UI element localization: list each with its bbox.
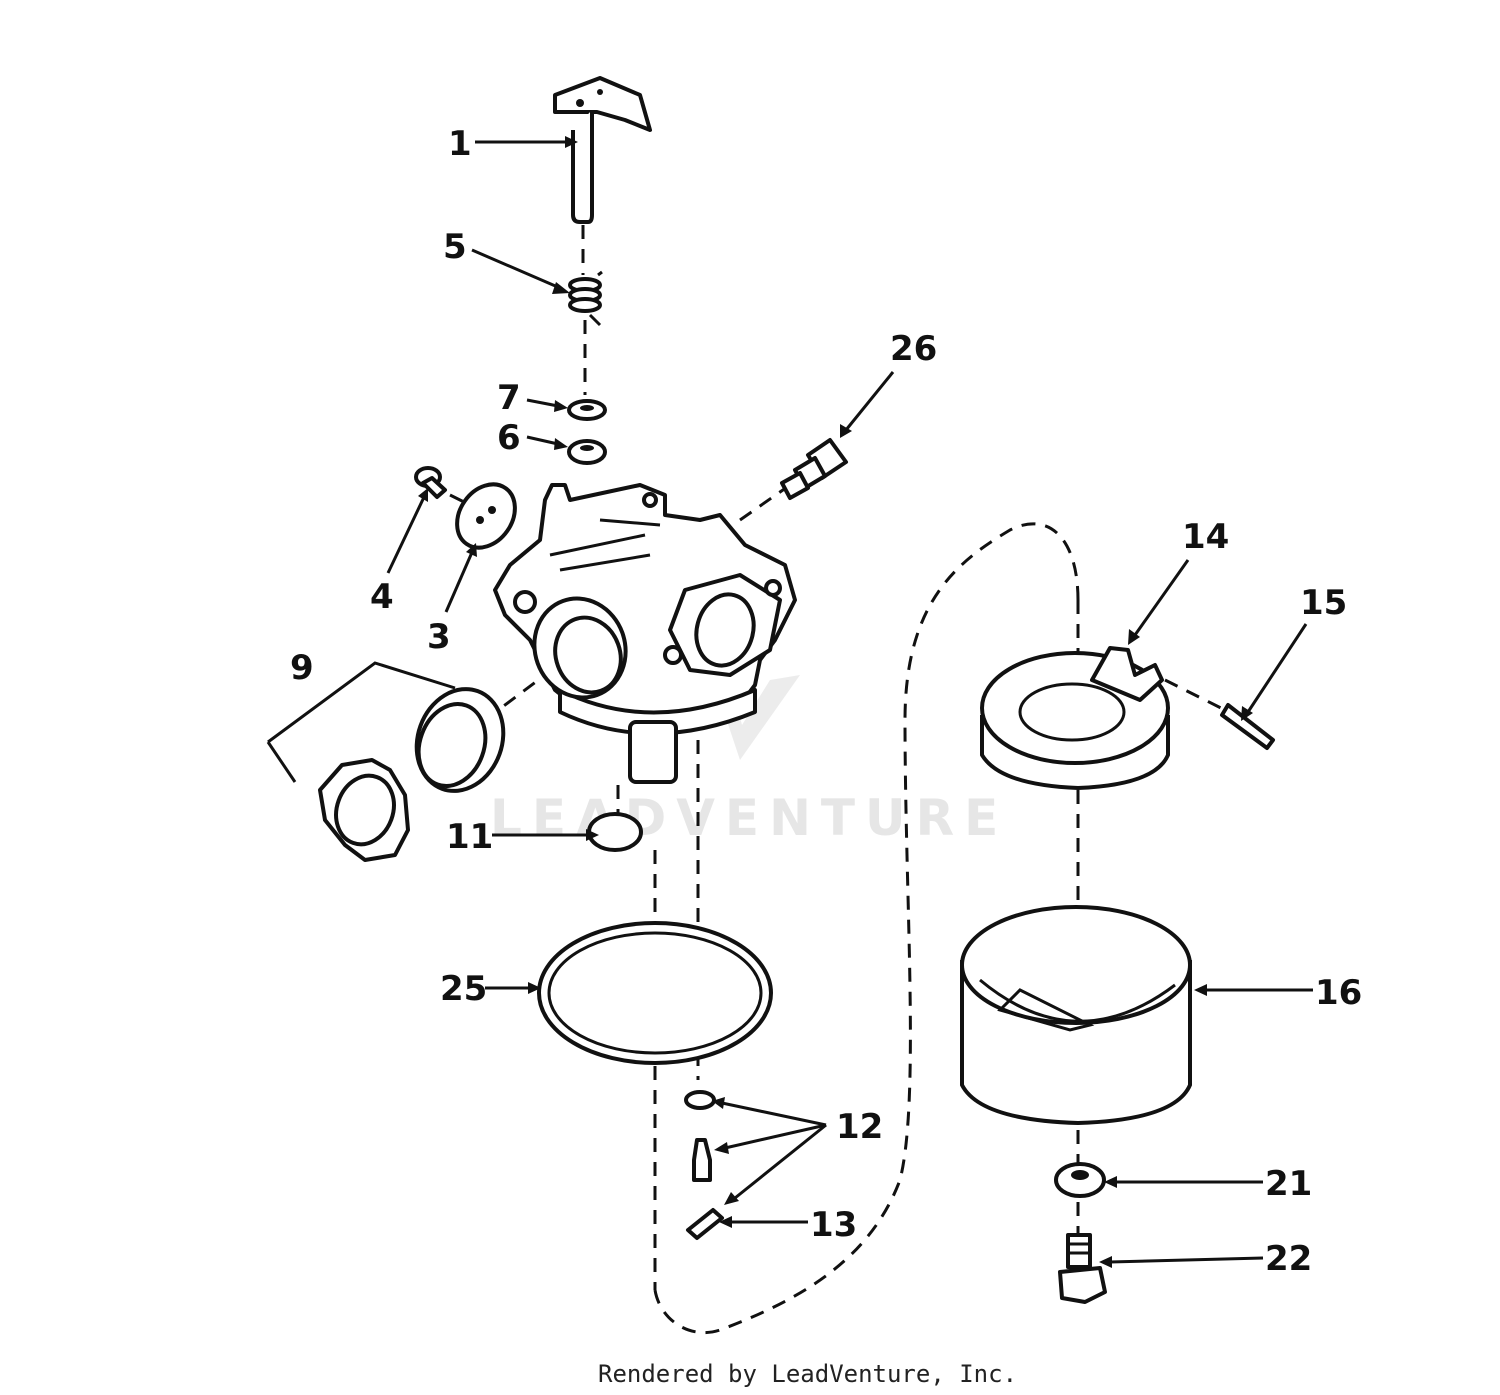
callout-12: 12 xyxy=(836,1107,883,1147)
credit-text: Rendered by LeadVenture, Inc. xyxy=(598,1360,1017,1388)
part-7-seal xyxy=(567,399,607,421)
carburetor-body xyxy=(493,483,797,784)
part-5-spring xyxy=(568,270,603,327)
part-16-float-bowl xyxy=(960,905,1192,1125)
part-13-clip xyxy=(686,1208,724,1240)
callout-15: 15 xyxy=(1300,583,1347,623)
part-26-fitting xyxy=(780,438,848,500)
part-15-pin xyxy=(1220,703,1275,750)
part-11-plug xyxy=(587,812,643,852)
callout-labels: 1 3 4 5 6 7 9 11 12 13 14 15 16 21 22 25… xyxy=(290,124,1362,1279)
callout-22: 22 xyxy=(1265,1239,1312,1279)
part-14-float xyxy=(980,646,1170,790)
part-4-screw xyxy=(414,466,447,499)
part-22-bowl-nut xyxy=(1058,1233,1107,1304)
watermark-text: LEADVENTURE xyxy=(490,789,1008,847)
part-9-primer-assembly xyxy=(266,661,506,862)
leader-lines xyxy=(386,136,1313,1268)
callout-1: 1 xyxy=(448,124,472,164)
callout-4: 4 xyxy=(370,577,394,617)
part-25-gasket xyxy=(537,921,773,1065)
part-12-needle-valve xyxy=(684,1090,716,1182)
callout-9: 9 xyxy=(290,648,314,688)
callout-14: 14 xyxy=(1182,517,1229,557)
callout-3: 3 xyxy=(427,617,451,657)
callout-6: 6 xyxy=(497,418,521,458)
part-21-washer xyxy=(1054,1162,1106,1198)
part-1-throttle-lever xyxy=(553,76,652,224)
callout-21: 21 xyxy=(1265,1164,1312,1204)
part-6-seal xyxy=(567,439,607,465)
callout-13: 13 xyxy=(810,1205,857,1245)
part-3-throttle-plate xyxy=(455,482,517,550)
callout-5: 5 xyxy=(443,227,467,267)
callout-11: 11 xyxy=(446,817,493,857)
callout-16: 16 xyxy=(1315,973,1362,1013)
callout-7: 7 xyxy=(497,378,521,418)
callout-25: 25 xyxy=(440,969,487,1009)
callout-26: 26 xyxy=(890,329,937,369)
